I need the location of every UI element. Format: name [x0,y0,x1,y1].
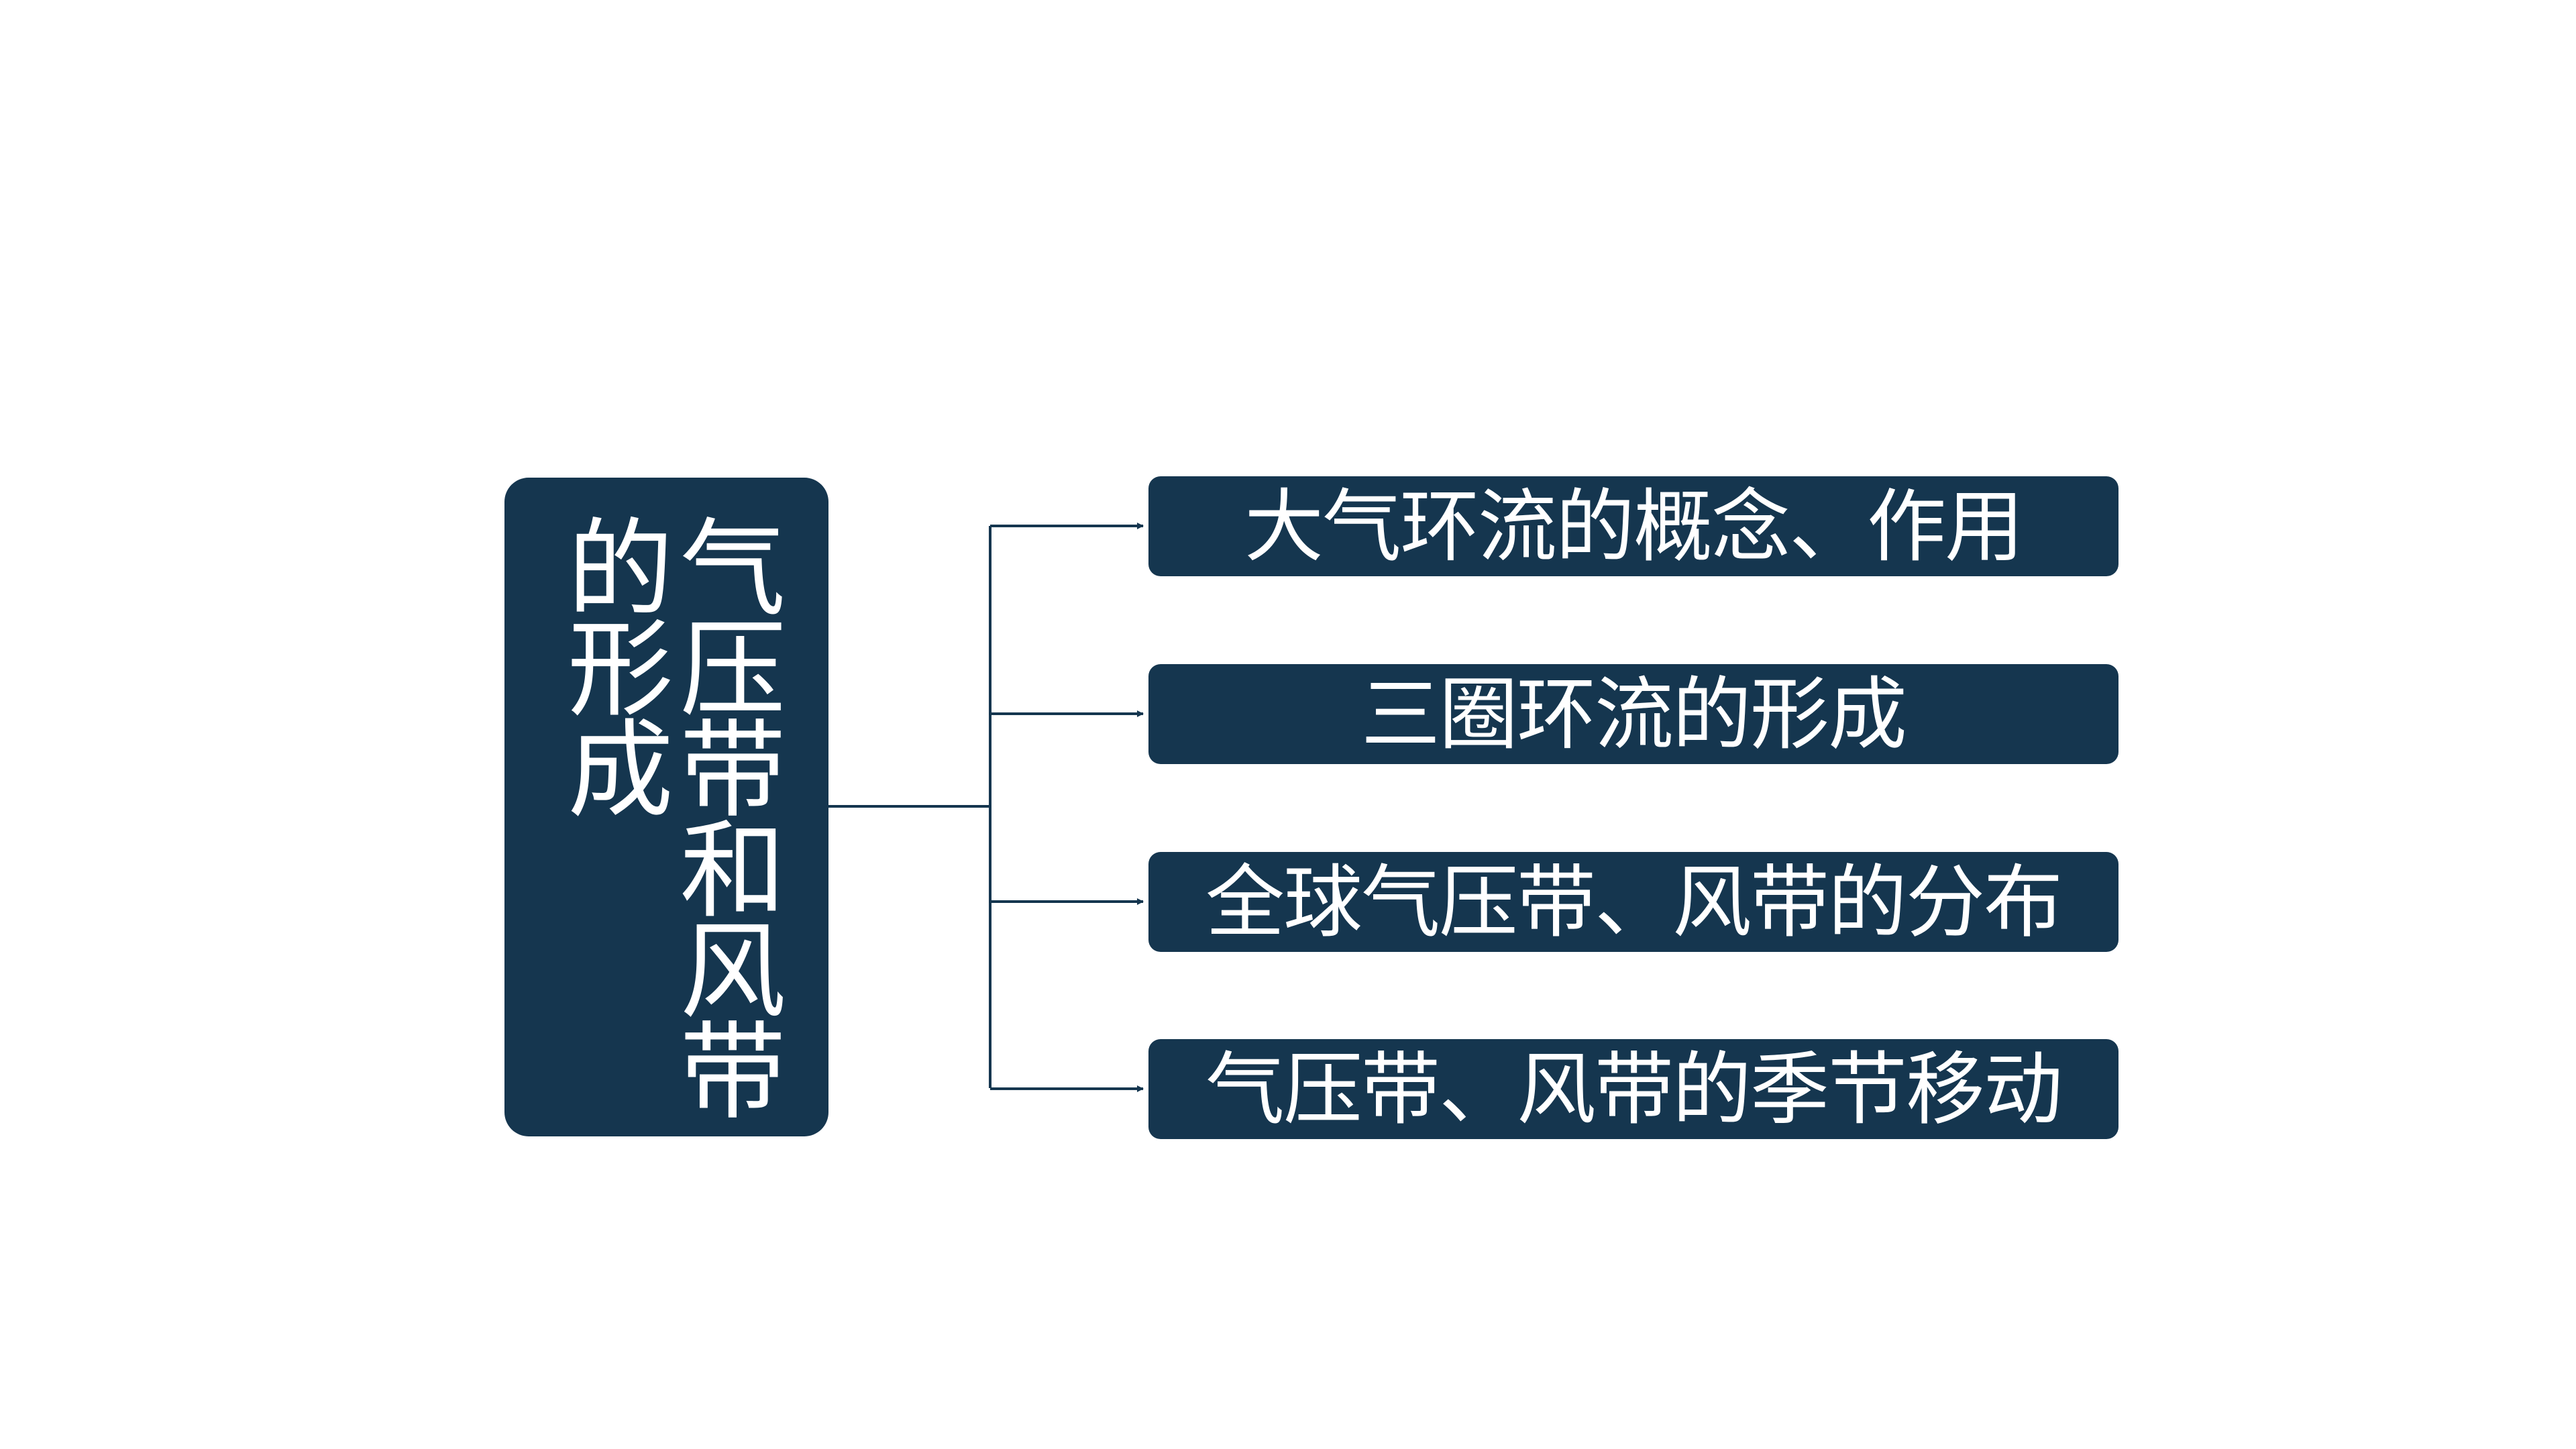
child-node-three-cell-circulation: 三圈环流的形成 [1148,664,2118,764]
root-node: 气压带和风带的形成 [504,478,828,1136]
child-node-label: 气压带、风带的季节移动 [1205,1042,2063,1136]
child-node-label: 全球气压带、风带的分布 [1205,855,2063,949]
child-node-label: 大气环流的概念、作用 [1244,480,2024,573]
connector-trunk [828,526,991,1088]
root-node-label: 气压带和风带的形成 [549,513,785,1116]
child-node-atmospheric-circulation-concept: 大气环流的概念、作用 [1148,476,2118,576]
child-node-seasonal-shift: 气压带、风带的季节移动 [1148,1039,2118,1139]
child-node-label: 三圈环流的形成 [1360,667,1907,761]
connector-branches [990,523,1144,1092]
child-node-global-distribution: 全球气压带、风带的分布 [1148,852,2118,952]
